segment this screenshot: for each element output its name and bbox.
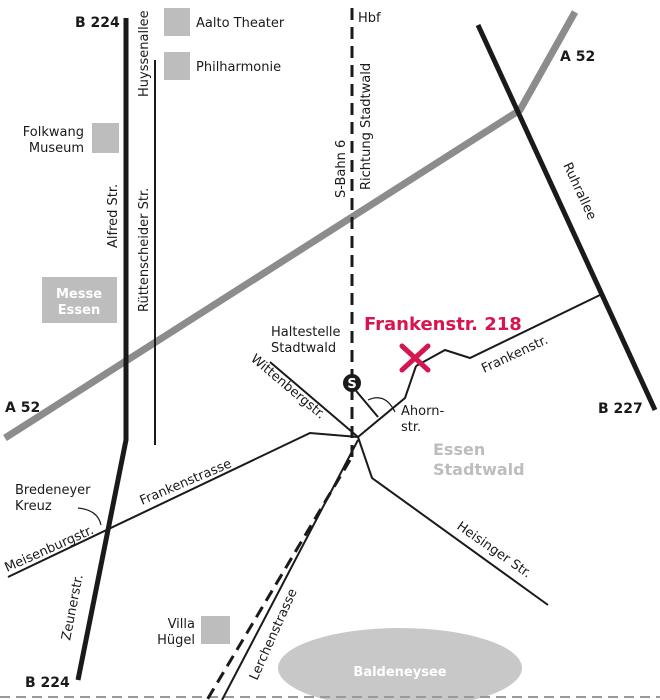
street-wittenberg	[269, 361, 359, 438]
destination-label: Frankenstr. 218	[364, 314, 522, 335]
label-villa-2: Hügel	[157, 633, 195, 648]
highway-a52	[3, 10, 579, 441]
label-hbf: Hbf	[358, 11, 381, 26]
street-station-access	[351, 385, 379, 418]
label-folkwang-1: Folkwang	[23, 125, 84, 140]
label-kreuz-2: Kreuz	[15, 499, 52, 514]
label-a52-left: A 52	[5, 400, 40, 416]
destination-marker-icon	[399, 343, 431, 373]
label-messe-1: Messe	[56, 287, 102, 302]
poi-aalto-box	[164, 8, 190, 36]
poi-messe-box	[42, 277, 117, 323]
sbahn-station-icon	[343, 374, 361, 392]
rail-sbahn-south	[205, 459, 352, 700]
label-station-2: Stadtwald	[271, 341, 336, 356]
label-district-1: Essen	[433, 440, 485, 459]
label-direction: Richtung Stadtwald	[359, 63, 374, 190]
street-ahorn	[357, 365, 417, 438]
label-ahorn-2: str.	[401, 420, 421, 435]
label-sbahn: S-Bahn 6	[334, 140, 349, 198]
label-meisenburg: Meisenburgstr.	[3, 523, 97, 576]
sbahn-station-letter: S	[347, 377, 356, 392]
label-ruettenscheider: Rüttenscheider Str.	[137, 188, 152, 312]
label-wittenberg: Wittenbergstr.	[247, 352, 327, 423]
street-heisinger	[357, 436, 549, 606]
lake-baldeneysee	[278, 628, 522, 700]
highway-ruhrallee	[475, 23, 658, 412]
label-ahorn-1: Ahorn-	[401, 404, 444, 419]
label-aalto: Aalto Theater	[196, 16, 285, 31]
label-station-1: Haltestelle	[271, 325, 341, 340]
poi-villa-box	[201, 616, 230, 644]
label-district-2: Stadtwald	[433, 460, 525, 479]
arrow-ahorn-icon	[367, 397, 396, 413]
label-philharmonie: Philharmonie	[196, 60, 281, 75]
label-a52-right: A 52	[560, 49, 595, 65]
street-frankenstr	[415, 294, 601, 367]
label-alfred: Alfred Str.	[106, 184, 121, 248]
label-folkwang-2: Museum	[29, 141, 84, 156]
label-messe-2: Essen	[58, 303, 100, 318]
label-kreuz-1: Bredeneyer	[15, 483, 91, 498]
street-frankenstrasse	[7, 431, 359, 578]
label-huyssenallee: Huyssenallee	[137, 10, 152, 97]
lake-label: Baldeneysee	[353, 665, 446, 680]
label-frankenstrasse: Frankenstrasse	[138, 457, 234, 509]
label-zeuner: Zeunerstr.	[59, 573, 86, 642]
poi-philharmonie-box	[164, 52, 190, 80]
label-b224-top: B 224	[75, 15, 120, 31]
label-heisinger: Heisinger Str.	[454, 519, 534, 581]
label-b224-bottom: B 224	[25, 675, 70, 691]
highway-b224	[75, 18, 129, 681]
poi-folkwang-box	[92, 123, 119, 153]
label-frankenstr: Frankenstr.	[479, 333, 550, 377]
arrow-kreuz-icon	[77, 507, 102, 526]
label-villa-1: Villa	[168, 617, 195, 632]
label-b227: B 227	[598, 401, 643, 417]
